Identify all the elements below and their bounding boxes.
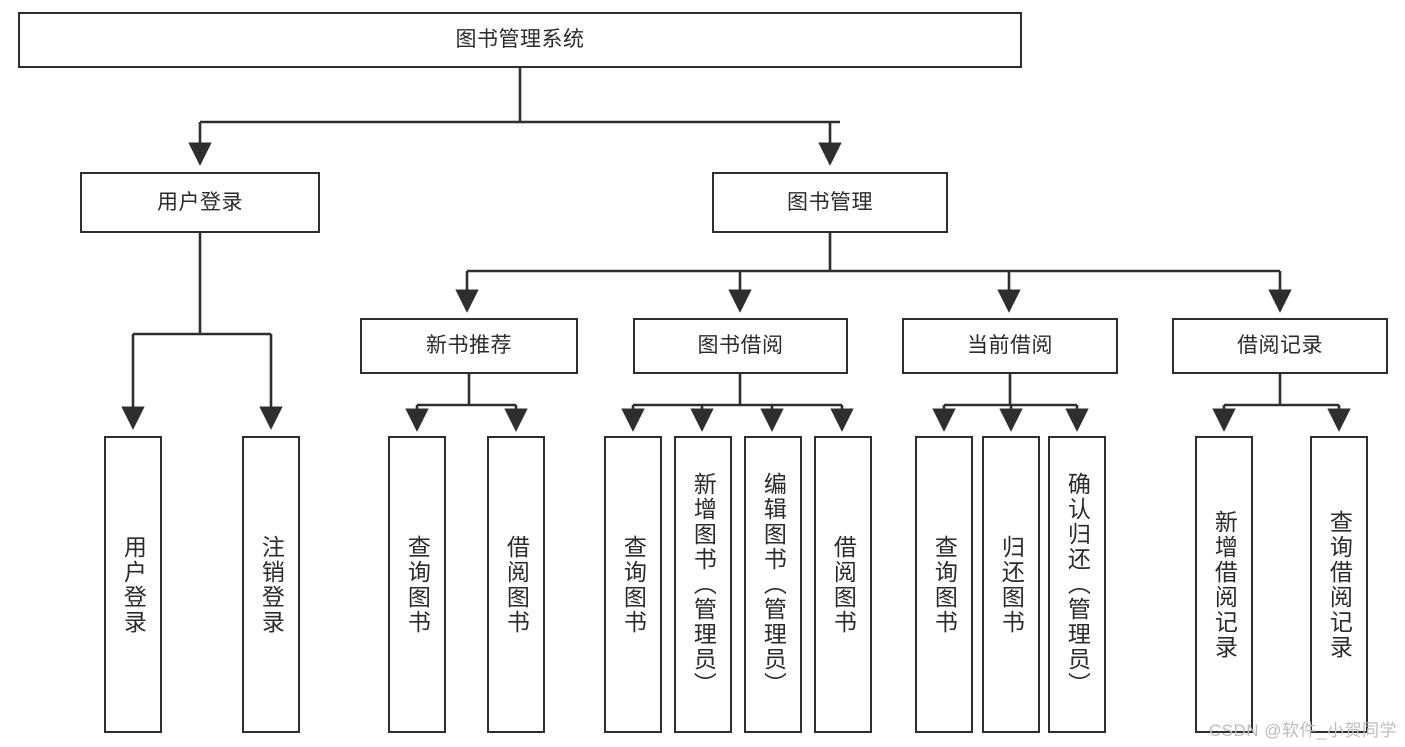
node-leaf-query-book-3-label: 查询图书 bbox=[931, 534, 958, 635]
node-leaf-query-book-1[interactable]: 查询图书 bbox=[388, 436, 446, 733]
node-leaf-logout-login-label: 注销登录 bbox=[258, 534, 285, 635]
node-leaf-add-book[interactable]: 新增图书（管理员） bbox=[674, 436, 732, 733]
node-leaf-user-login-label: 用户登录 bbox=[120, 534, 147, 635]
node-leaf-borrow-book-2[interactable]: 借阅图书 bbox=[814, 436, 872, 733]
node-leaf-query-book-3[interactable]: 查询图书 bbox=[915, 436, 973, 733]
node-user-login-label: 用户登录 bbox=[157, 190, 243, 214]
node-leaf-add-record[interactable]: 新增借阅记录 bbox=[1195, 436, 1253, 733]
node-leaf-edit-book-label: 编辑图书（管理员） bbox=[760, 472, 787, 697]
node-book-manage-label: 图书管理 bbox=[787, 190, 873, 214]
node-book-borrow-label: 图书借阅 bbox=[697, 334, 784, 358]
node-book-borrow[interactable]: 图书借阅 bbox=[633, 318, 848, 374]
node-leaf-user-login[interactable]: 用户登录 bbox=[104, 436, 162, 733]
node-book-manage[interactable]: 图书管理 bbox=[712, 172, 948, 233]
node-leaf-borrow-book-1[interactable]: 借阅图书 bbox=[487, 436, 545, 733]
node-leaf-return-book[interactable]: 归还图书 bbox=[982, 436, 1040, 733]
node-borrow-record[interactable]: 借阅记录 bbox=[1172, 318, 1388, 374]
node-user-login[interactable]: 用户登录 bbox=[80, 172, 320, 233]
node-current-borrow[interactable]: 当前借阅 bbox=[902, 318, 1118, 374]
node-leaf-edit-book[interactable]: 编辑图书（管理员） bbox=[744, 436, 802, 733]
node-new-book-rec[interactable]: 新书推荐 bbox=[360, 318, 578, 374]
node-leaf-query-book-1-label: 查询图书 bbox=[404, 534, 431, 635]
node-leaf-query-book-2[interactable]: 查询图书 bbox=[604, 436, 662, 733]
node-root-label: 图书管理系统 bbox=[455, 28, 585, 52]
node-leaf-query-book-2-label: 查询图书 bbox=[620, 534, 647, 635]
node-leaf-confirm-return-label: 确认归还（管理员） bbox=[1064, 472, 1091, 697]
node-leaf-add-book-label: 新增图书（管理员） bbox=[690, 472, 717, 697]
node-leaf-add-record-label: 新增借阅记录 bbox=[1211, 509, 1238, 660]
node-new-book-rec-label: 新书推荐 bbox=[426, 334, 512, 358]
node-leaf-borrow-book-1-label: 借阅图书 bbox=[503, 534, 530, 635]
node-leaf-query-record-label: 查询借阅记录 bbox=[1326, 509, 1353, 660]
node-leaf-query-record[interactable]: 查询借阅记录 bbox=[1310, 436, 1368, 733]
node-leaf-confirm-return[interactable]: 确认归还（管理员） bbox=[1048, 436, 1106, 733]
node-root[interactable]: 图书管理系统 bbox=[18, 12, 1022, 68]
node-current-borrow-label: 当前借阅 bbox=[967, 334, 1053, 358]
node-leaf-return-book-label: 归还图书 bbox=[998, 534, 1025, 635]
csdn-watermark: CSDN @软件_小贺同学 bbox=[1208, 721, 1397, 740]
node-leaf-logout-login[interactable]: 注销登录 bbox=[242, 436, 300, 733]
node-leaf-borrow-book-2-label: 借阅图书 bbox=[830, 534, 857, 635]
node-borrow-record-label: 借阅记录 bbox=[1237, 334, 1323, 358]
